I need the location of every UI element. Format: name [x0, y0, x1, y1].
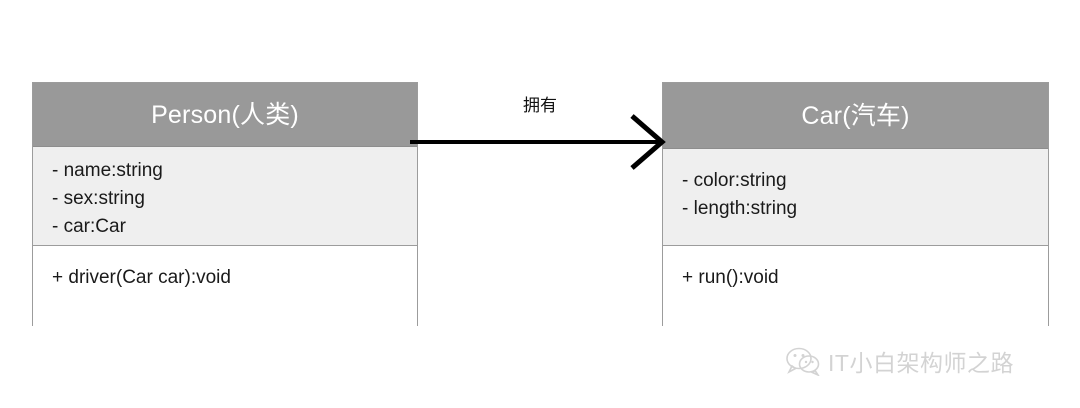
- class-title-car: Car(汽车): [663, 83, 1048, 149]
- association-connector[interactable]: 拥有: [410, 96, 670, 176]
- class-attributes-person: - name:string - sex:string - car:Car: [33, 147, 417, 246]
- class-box-car[interactable]: Car(汽车) - color:string - length:string +…: [662, 82, 1049, 326]
- class-methods-person: + driver(Car car):void: [33, 246, 417, 326]
- attribute-row: - sex:string: [52, 188, 145, 209]
- attribute-row: - car:Car: [52, 216, 126, 237]
- wechat-icon: [786, 347, 820, 376]
- association-label: 拥有: [523, 96, 557, 115]
- association-arrow-icon: [410, 114, 666, 170]
- attribute-row: - length:string: [682, 198, 798, 219]
- watermark-text: IT小白架构师之路: [828, 350, 1014, 376]
- attribute-row: - name:string: [52, 160, 163, 181]
- method-row: + run():void: [682, 267, 779, 288]
- class-title-person: Person(人类): [33, 83, 417, 147]
- class-attributes-car: - color:string - length:string: [663, 149, 1048, 246]
- method-row: + driver(Car car):void: [52, 267, 231, 288]
- class-box-person[interactable]: Person(人类) - name:string - sex:string - …: [32, 82, 418, 326]
- attribute-row: - color:string: [682, 170, 787, 191]
- watermark: IT小白架构师之路: [786, 344, 1014, 378]
- class-methods-car: + run():void: [663, 246, 1048, 326]
